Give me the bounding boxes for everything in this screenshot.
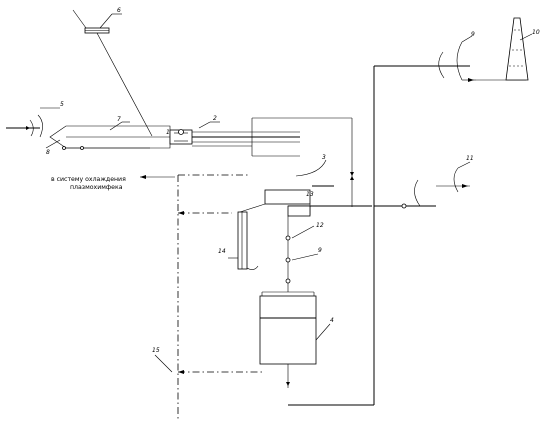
label-9b: 9 xyxy=(471,31,475,38)
leader-8 xyxy=(45,139,61,149)
label-4: 4 xyxy=(330,317,334,324)
stack-10 xyxy=(505,17,533,81)
label-12: 12 xyxy=(316,222,324,229)
label-2: 2 xyxy=(213,115,217,122)
feed-line-12 xyxy=(285,216,319,292)
leader-line xyxy=(96,32,153,137)
label-15: 15 xyxy=(152,347,160,354)
label-6: 6 xyxy=(117,7,121,14)
caption-line1: в систему охлаждения xyxy=(51,176,126,183)
label-8: 8 xyxy=(46,149,50,156)
component-6 xyxy=(72,9,122,34)
caption-line2: плазмохимфека xyxy=(70,184,123,191)
quench-3 xyxy=(239,159,372,217)
riser-pipe xyxy=(288,65,440,406)
label-7: 7 xyxy=(117,116,121,123)
label-13: 13 xyxy=(306,191,314,198)
reactor-2 xyxy=(169,117,352,157)
label-3: 3 xyxy=(322,154,326,161)
side-branch-11 xyxy=(374,161,471,209)
label-5: 5 xyxy=(60,101,64,108)
label-1: 1 xyxy=(166,129,170,136)
label-11: 11 xyxy=(466,155,474,162)
label-14: 14 xyxy=(218,248,226,255)
label-9: 9 xyxy=(318,247,322,254)
inlet-5 xyxy=(6,107,60,138)
tank-4 xyxy=(259,291,331,388)
condenser-14 xyxy=(228,211,259,270)
label-10: 10 xyxy=(532,29,540,36)
outlet-arrow xyxy=(350,172,354,176)
